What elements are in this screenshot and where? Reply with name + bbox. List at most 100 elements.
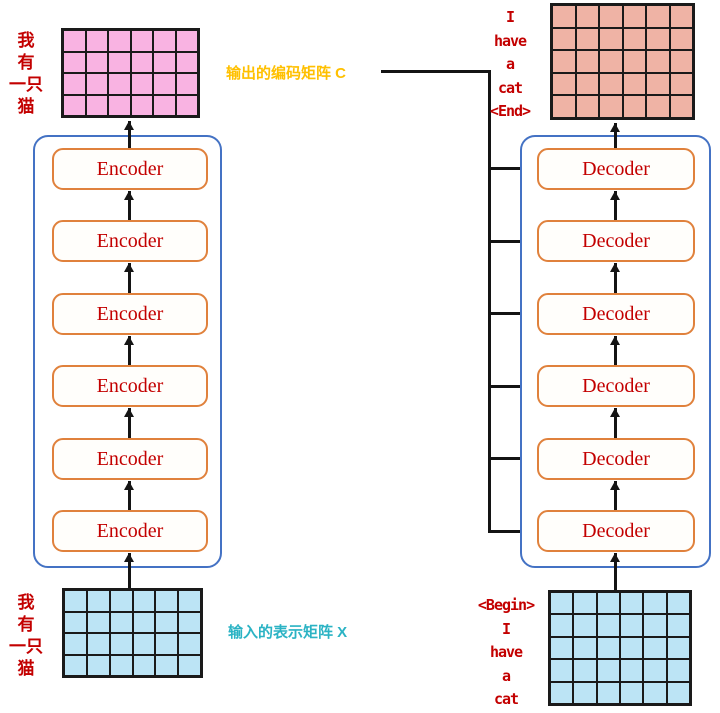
decoder-input-matrix bbox=[548, 590, 692, 706]
matrix-cell bbox=[600, 51, 622, 72]
matrix-cell bbox=[65, 591, 86, 611]
decoder-arrow bbox=[610, 263, 620, 293]
token-label: 猫 bbox=[17, 659, 35, 678]
encoder-stack-container bbox=[33, 135, 222, 568]
matrix-cell bbox=[87, 612, 109, 632]
matrix-cell bbox=[109, 31, 130, 51]
matrix-cell bbox=[133, 634, 155, 654]
connector-horizontal-line bbox=[381, 70, 491, 73]
encoder-box-2: Encoder bbox=[52, 220, 208, 262]
token-label: 一只 bbox=[9, 637, 43, 656]
matrix-cell bbox=[553, 6, 575, 27]
matrix-cell bbox=[670, 6, 692, 27]
matrix-cell bbox=[109, 74, 130, 94]
matrix-cell bbox=[131, 74, 152, 94]
matrix-cell bbox=[65, 634, 86, 654]
matrix-cell bbox=[551, 615, 573, 636]
decoder-box-6: Decoder bbox=[537, 510, 695, 552]
matrix-cell bbox=[131, 31, 152, 51]
token-label: I bbox=[505, 8, 515, 26]
decoder-arrow bbox=[610, 408, 620, 438]
matrix-cell bbox=[179, 612, 200, 632]
matrix-cell bbox=[64, 52, 85, 72]
matrix-cell bbox=[576, 96, 598, 117]
matrix-cell bbox=[667, 637, 689, 659]
matrix-cell bbox=[670, 96, 692, 117]
matrix-cell bbox=[156, 655, 178, 675]
token-label: <End> bbox=[489, 102, 531, 120]
matrix-cell bbox=[65, 612, 86, 632]
token-label: cat bbox=[493, 690, 519, 708]
matrix-cell bbox=[623, 73, 645, 95]
matrix-cell bbox=[621, 637, 643, 659]
matrix-cell bbox=[576, 51, 598, 72]
matrix-cell bbox=[551, 660, 573, 681]
matrix-cell bbox=[600, 28, 622, 50]
matrix-cell bbox=[553, 51, 575, 72]
token-label: 有 bbox=[17, 615, 35, 634]
matrix-cell bbox=[553, 73, 575, 95]
matrix-cell bbox=[87, 655, 109, 675]
token-label: have bbox=[489, 643, 523, 661]
matrix-cell bbox=[86, 31, 107, 51]
matrix-cell bbox=[647, 73, 669, 95]
encoder-box-6: Encoder bbox=[52, 510, 208, 552]
decoder-output-arrow bbox=[610, 123, 620, 148]
matrix-cell bbox=[176, 31, 197, 51]
matrix-cell bbox=[621, 593, 643, 614]
matrix-cell bbox=[644, 593, 666, 614]
matrix-cell bbox=[621, 615, 643, 636]
matrix-cell bbox=[621, 660, 643, 681]
matrix-cell bbox=[647, 51, 669, 72]
decoder-arrow bbox=[610, 481, 620, 510]
connector-vertical-line bbox=[488, 70, 491, 533]
matrix-cell bbox=[574, 593, 596, 614]
matrix-cell bbox=[576, 73, 598, 95]
token-label: 猫 bbox=[17, 97, 35, 116]
matrix-cell bbox=[154, 74, 175, 94]
token-label: a bbox=[501, 666, 511, 685]
matrix-cell bbox=[667, 682, 689, 703]
matrix-cell bbox=[574, 615, 596, 636]
matrix-cell bbox=[670, 73, 692, 95]
matrix-cell bbox=[176, 52, 197, 72]
decoder-box-5: Decoder bbox=[537, 438, 695, 480]
encoder-input-matrix bbox=[62, 588, 203, 678]
matrix-cell bbox=[623, 28, 645, 50]
token-label: cat bbox=[497, 78, 523, 97]
encoder-arrow bbox=[124, 263, 134, 293]
matrix-cell bbox=[110, 634, 132, 654]
matrix-cell bbox=[133, 591, 155, 611]
decoder-arrow bbox=[610, 191, 620, 220]
matrix-cell bbox=[87, 591, 109, 611]
matrix-cell bbox=[597, 637, 619, 659]
matrix-cell bbox=[64, 74, 85, 94]
matrix-cell bbox=[576, 28, 598, 50]
decoder-arrow bbox=[610, 336, 620, 365]
encoder-box-5: Encoder bbox=[52, 438, 208, 480]
matrix-cell bbox=[154, 31, 175, 51]
matrix-cell bbox=[667, 593, 689, 614]
token-label: a bbox=[505, 55, 515, 73]
matrix-cell bbox=[86, 95, 107, 115]
encoder-box-1: Encoder bbox=[52, 148, 208, 190]
matrix-cell bbox=[644, 682, 666, 703]
token-label: have bbox=[493, 31, 527, 50]
matrix-cell bbox=[600, 73, 622, 95]
matrix-cell bbox=[670, 28, 692, 50]
matrix-cell bbox=[623, 6, 645, 27]
encoder-arrow bbox=[124, 481, 134, 510]
matrix-cell bbox=[133, 612, 155, 632]
decoder-box-1: Decoder bbox=[537, 148, 695, 190]
matrix-cell bbox=[176, 74, 197, 94]
encoder-arrow bbox=[124, 191, 134, 220]
decoder-box-3: Decoder bbox=[537, 293, 695, 335]
matrix-cell bbox=[574, 660, 596, 681]
matrix-cell bbox=[647, 6, 669, 27]
matrix-cell bbox=[110, 612, 132, 632]
decoder-input-tokens: <Begin> I have a cat bbox=[468, 594, 544, 712]
token-label: 一只 bbox=[9, 75, 43, 94]
token-label: 我 bbox=[17, 31, 35, 50]
matrix-cell bbox=[109, 95, 130, 115]
